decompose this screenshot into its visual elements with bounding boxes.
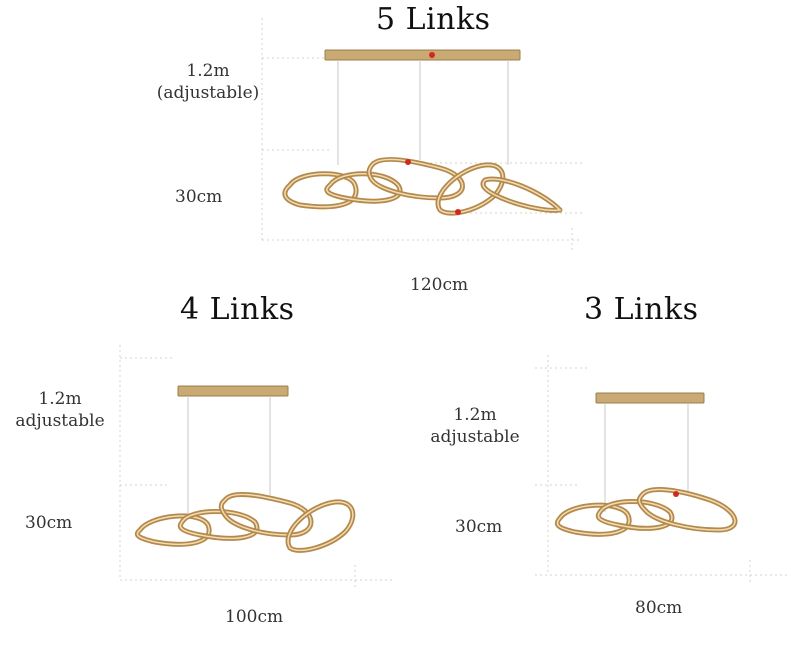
ring-size-label: 30cm (175, 187, 223, 207)
ring-1 (282, 171, 359, 210)
ring-1-highlight (284, 173, 357, 208)
panel-5-links: 5 Links 1.2m (adjustable) 30cm 120cm (0, 0, 800, 300)
height-label: 1.2m adjustable (430, 405, 520, 447)
panel-4-links: 4 Links 1.2m adjustable 30cm 100cm (0, 290, 400, 662)
panel-title: 4 Links (180, 292, 295, 327)
ring-3 (636, 487, 738, 533)
height-label: 1.2m (adjustable) (156, 61, 260, 103)
ring-1-highlight (136, 515, 210, 545)
canopy-bar (177, 385, 289, 397)
width-label: 100cm (225, 607, 284, 627)
canopy-bar (324, 49, 521, 61)
height-label: 1.2m adjustable (15, 389, 105, 431)
ring-2-highlight (326, 173, 401, 202)
ring-4-highlight (287, 501, 354, 552)
chandelier-5-links-illustration (261, 18, 585, 252)
chandelier-4-links-illustration (119, 345, 395, 590)
panel-3-links: 3 Links 1.2m adjustable 30cm 80cm (400, 290, 800, 662)
ring-2-highlight (179, 510, 258, 540)
width-label: 120cm (410, 275, 469, 295)
ring-size-label: 30cm (25, 513, 73, 533)
panel-title: 3 Links (584, 292, 699, 327)
panel-title: 5 Links (376, 2, 491, 37)
ring-5-highlight (482, 178, 562, 212)
ring-3-highlight (638, 488, 736, 531)
ring-size-label: 30cm (455, 517, 503, 537)
chandelier-3-links-illustration (535, 355, 790, 585)
ring-2-highlight (597, 500, 673, 530)
width-label: 80cm (635, 598, 683, 618)
canopy-bar (595, 392, 705, 404)
ring-1-highlight (556, 504, 630, 535)
ring-4-highlight (437, 164, 504, 214)
ring-4 (285, 499, 356, 553)
